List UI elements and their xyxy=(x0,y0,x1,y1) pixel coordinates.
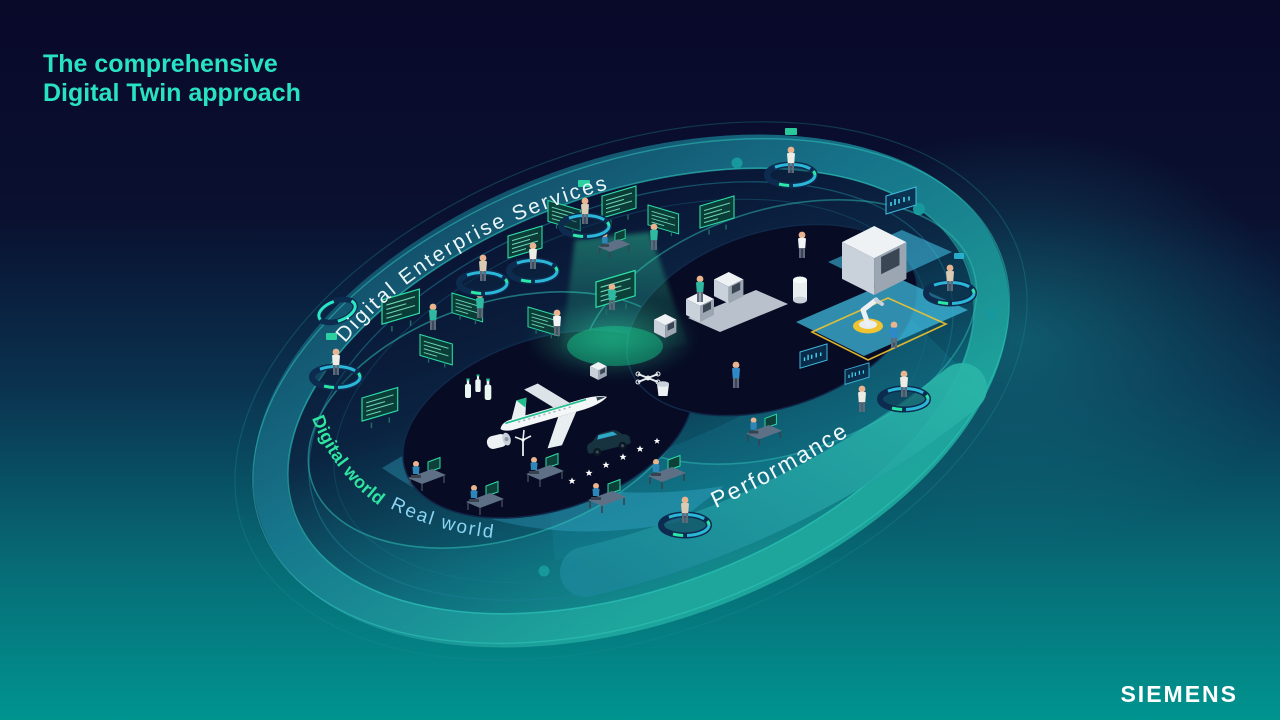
orbit-node-dots xyxy=(538,157,998,577)
ring-platform-people xyxy=(312,128,974,536)
slide-title-line1: The comprehensive xyxy=(43,50,278,78)
slide-title-line2: Digital Twin approach xyxy=(43,79,301,107)
bucket xyxy=(657,381,669,396)
slide-title: The comprehensive Digital Twin approach xyxy=(43,50,301,108)
hologram-icon xyxy=(954,253,964,259)
person-on-ring-platform xyxy=(767,128,815,186)
siemens-logo: SIEMENS xyxy=(1120,681,1238,707)
person-on-ring-platform xyxy=(561,180,609,237)
performance-band xyxy=(560,363,987,597)
person-on-ring-platform xyxy=(312,333,360,388)
storage-tank xyxy=(793,276,807,304)
person-on-ring-platform xyxy=(926,253,974,304)
hologram-icon xyxy=(326,333,337,340)
conveyor xyxy=(688,290,788,332)
hologram-icon xyxy=(578,180,590,187)
hologram-icon xyxy=(785,128,797,135)
digital-enterprise-services-band xyxy=(253,134,1009,648)
